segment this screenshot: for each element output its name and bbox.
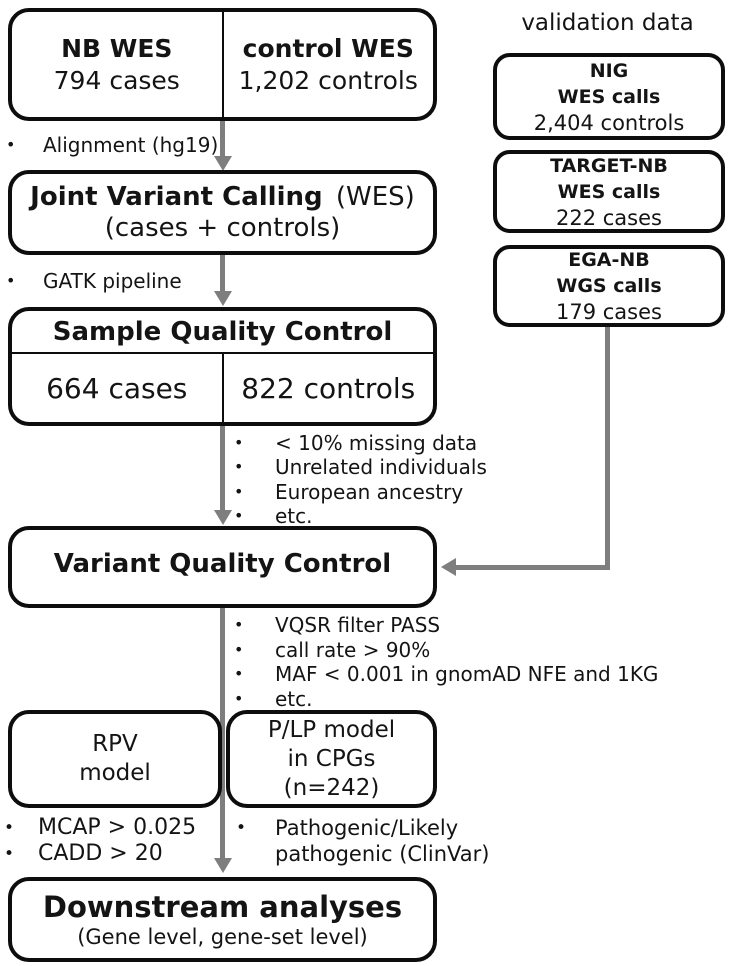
sample-qc-controls: 822 controls [241,371,416,405]
validation-title: validation data [521,10,694,36]
validation-calls: WGS calls [556,275,662,297]
source-cases-count: 794 cases [53,65,180,95]
joint-calling-box: Joint Variant Calling (WES) (cases + con… [8,170,437,255]
arrow-validation-elbow-vertical [605,325,610,570]
bullet-icon: • [236,818,247,838]
rpv-model-line2: model [79,760,151,786]
validation-calls: WES calls [557,85,661,108]
bullet-icon: • [234,664,244,684]
sample-qc-cases: 664 cases [46,371,188,405]
bullet-icon: • [234,505,244,525]
arrow-validation-elbow-horizontal [456,565,610,570]
criteria-item: etc. [275,503,313,528]
bullet-icon: • [234,481,244,501]
arrow-variantqc-to-downstream-stem [220,606,225,859]
validation-calls: WES calls [557,180,661,203]
bullet-icon: • [4,844,15,864]
joint-calling-title-bold: Joint Variant Calling [30,181,323,212]
bullet-icon: • [234,615,244,634]
bullet-icon: • [234,457,244,477]
source-controls-title: control WES [242,33,414,63]
arrow-jointcalling-to-sampleqc-head [214,291,232,306]
sample-qc-cases-cell: 664 cases [12,354,222,422]
source-box: NB WES 794 cases control WES 1,202 contr… [8,8,437,121]
source-controls-count: 1,202 controls [238,65,418,95]
bullet-icon: • [6,271,16,290]
source-cases-cell: NB WES 794 cases [12,12,222,117]
plp-model-box: P/LP model in CPGs (n=242) [226,710,437,808]
rpv-model-line1: RPV [92,731,138,757]
arrow-sampleqc-to-variantqc-head [214,510,232,525]
sample-qc-criteria: • < 10% missing data • Unrelated individua… [234,431,487,528]
criteria-item: European ancestry [275,479,464,504]
variant-qc-box: Variant Quality Control [8,526,437,608]
sample-qc-title: Sample Quality Control [52,316,393,347]
validation-count: 222 cases [556,205,662,230]
arrow-validation-head [441,558,456,576]
arrow-sampleqc-to-variantqc-stem [220,424,225,511]
criteria-item: pathogenic (ClinVar) [275,842,490,866]
rpv-model-box: RPV model [8,710,222,808]
sample-qc-header: Sample Quality Control [12,311,433,354]
sample-qc-controls-cell: 822 controls [221,354,434,422]
downstream-title: Downstream analyses [42,889,403,924]
note-gatk: • GATK pipeline [6,269,182,293]
validation-name: EGA-NB [568,249,650,271]
source-cases-title: NB WES [61,33,173,63]
downstream-box: Downstream analyses (Gene level, gene-se… [8,877,437,962]
bullet-icon: • [4,818,15,838]
plp-model-line2: in CPGs [287,745,376,772]
criteria-item: CADD > 20 [38,841,163,866]
downstream-subtitle: (Gene level, gene-set level) [77,924,368,949]
criteria-item: call rate > 90% [275,637,431,662]
criteria-item: Unrelated individuals [275,455,487,480]
joint-calling-title-regular: (WES) [335,181,415,212]
criteria-item: MAF < 0.001 in gnomAD NFE and 1KG [275,662,659,687]
sample-qc-box: Sample Quality Control 664 cases 822 con… [8,307,437,426]
bullet-icon: • [6,135,16,154]
joint-calling-title: Joint Variant Calling (WES) [30,182,415,213]
validation-count: 179 cases [556,300,662,324]
source-controls-cell: control WES 1,202 controls [221,12,434,117]
arrow-source-to-jointcalling-head [214,156,232,171]
arrow-variantqc-to-downstream-head [214,858,232,873]
bullet-icon: • [234,433,244,452]
note-alignment: • Alignment (hg19) [6,133,218,157]
bullet-icon: • [234,689,244,709]
plp-model-line1: P/LP model [267,716,396,743]
note-alignment-text: Alignment (hg19) [43,133,219,157]
rpv-criteria: • MCAP > 0.025 • CADD > 20 [4,815,196,867]
criteria-item: Pathogenic/Likely [275,816,459,840]
variant-qc-criteria: • VQSR filter PASS • call rate > 90% • MAF … [234,613,658,712]
joint-calling-subtitle: (cases + controls) [104,212,341,243]
bullet-icon: • [234,639,244,659]
criteria-item: VQSR filter PASS [275,613,441,637]
plp-criteria: • Pathogenic/Likely pathogenic (ClinVar) [236,815,489,867]
validation-count: 2,404 controls [533,110,685,135]
arrow-jointcalling-to-sampleqc-stem [220,253,225,292]
variant-qc-title: Variant Quality Control [53,549,392,579]
validation-name: TARGET-NB [550,154,668,177]
criteria-item: MCAP > 0.025 [38,815,197,840]
arrow-source-to-jointcalling-stem [220,119,225,157]
validation-box-target-nb: TARGET-NB WES calls 222 cases [493,150,725,233]
validation-box-nig: NIG WES calls 2,404 controls [493,53,725,140]
plp-model-line3: (n=242) [283,774,380,801]
note-gatk-text: GATK pipeline [43,269,182,293]
criteria-item: < 10% missing data [275,431,478,455]
validation-name: NIG [589,59,629,82]
criteria-item: etc. [275,687,313,712]
validation-box-ega-nb: EGA-NB WGS calls 179 cases [493,245,725,327]
